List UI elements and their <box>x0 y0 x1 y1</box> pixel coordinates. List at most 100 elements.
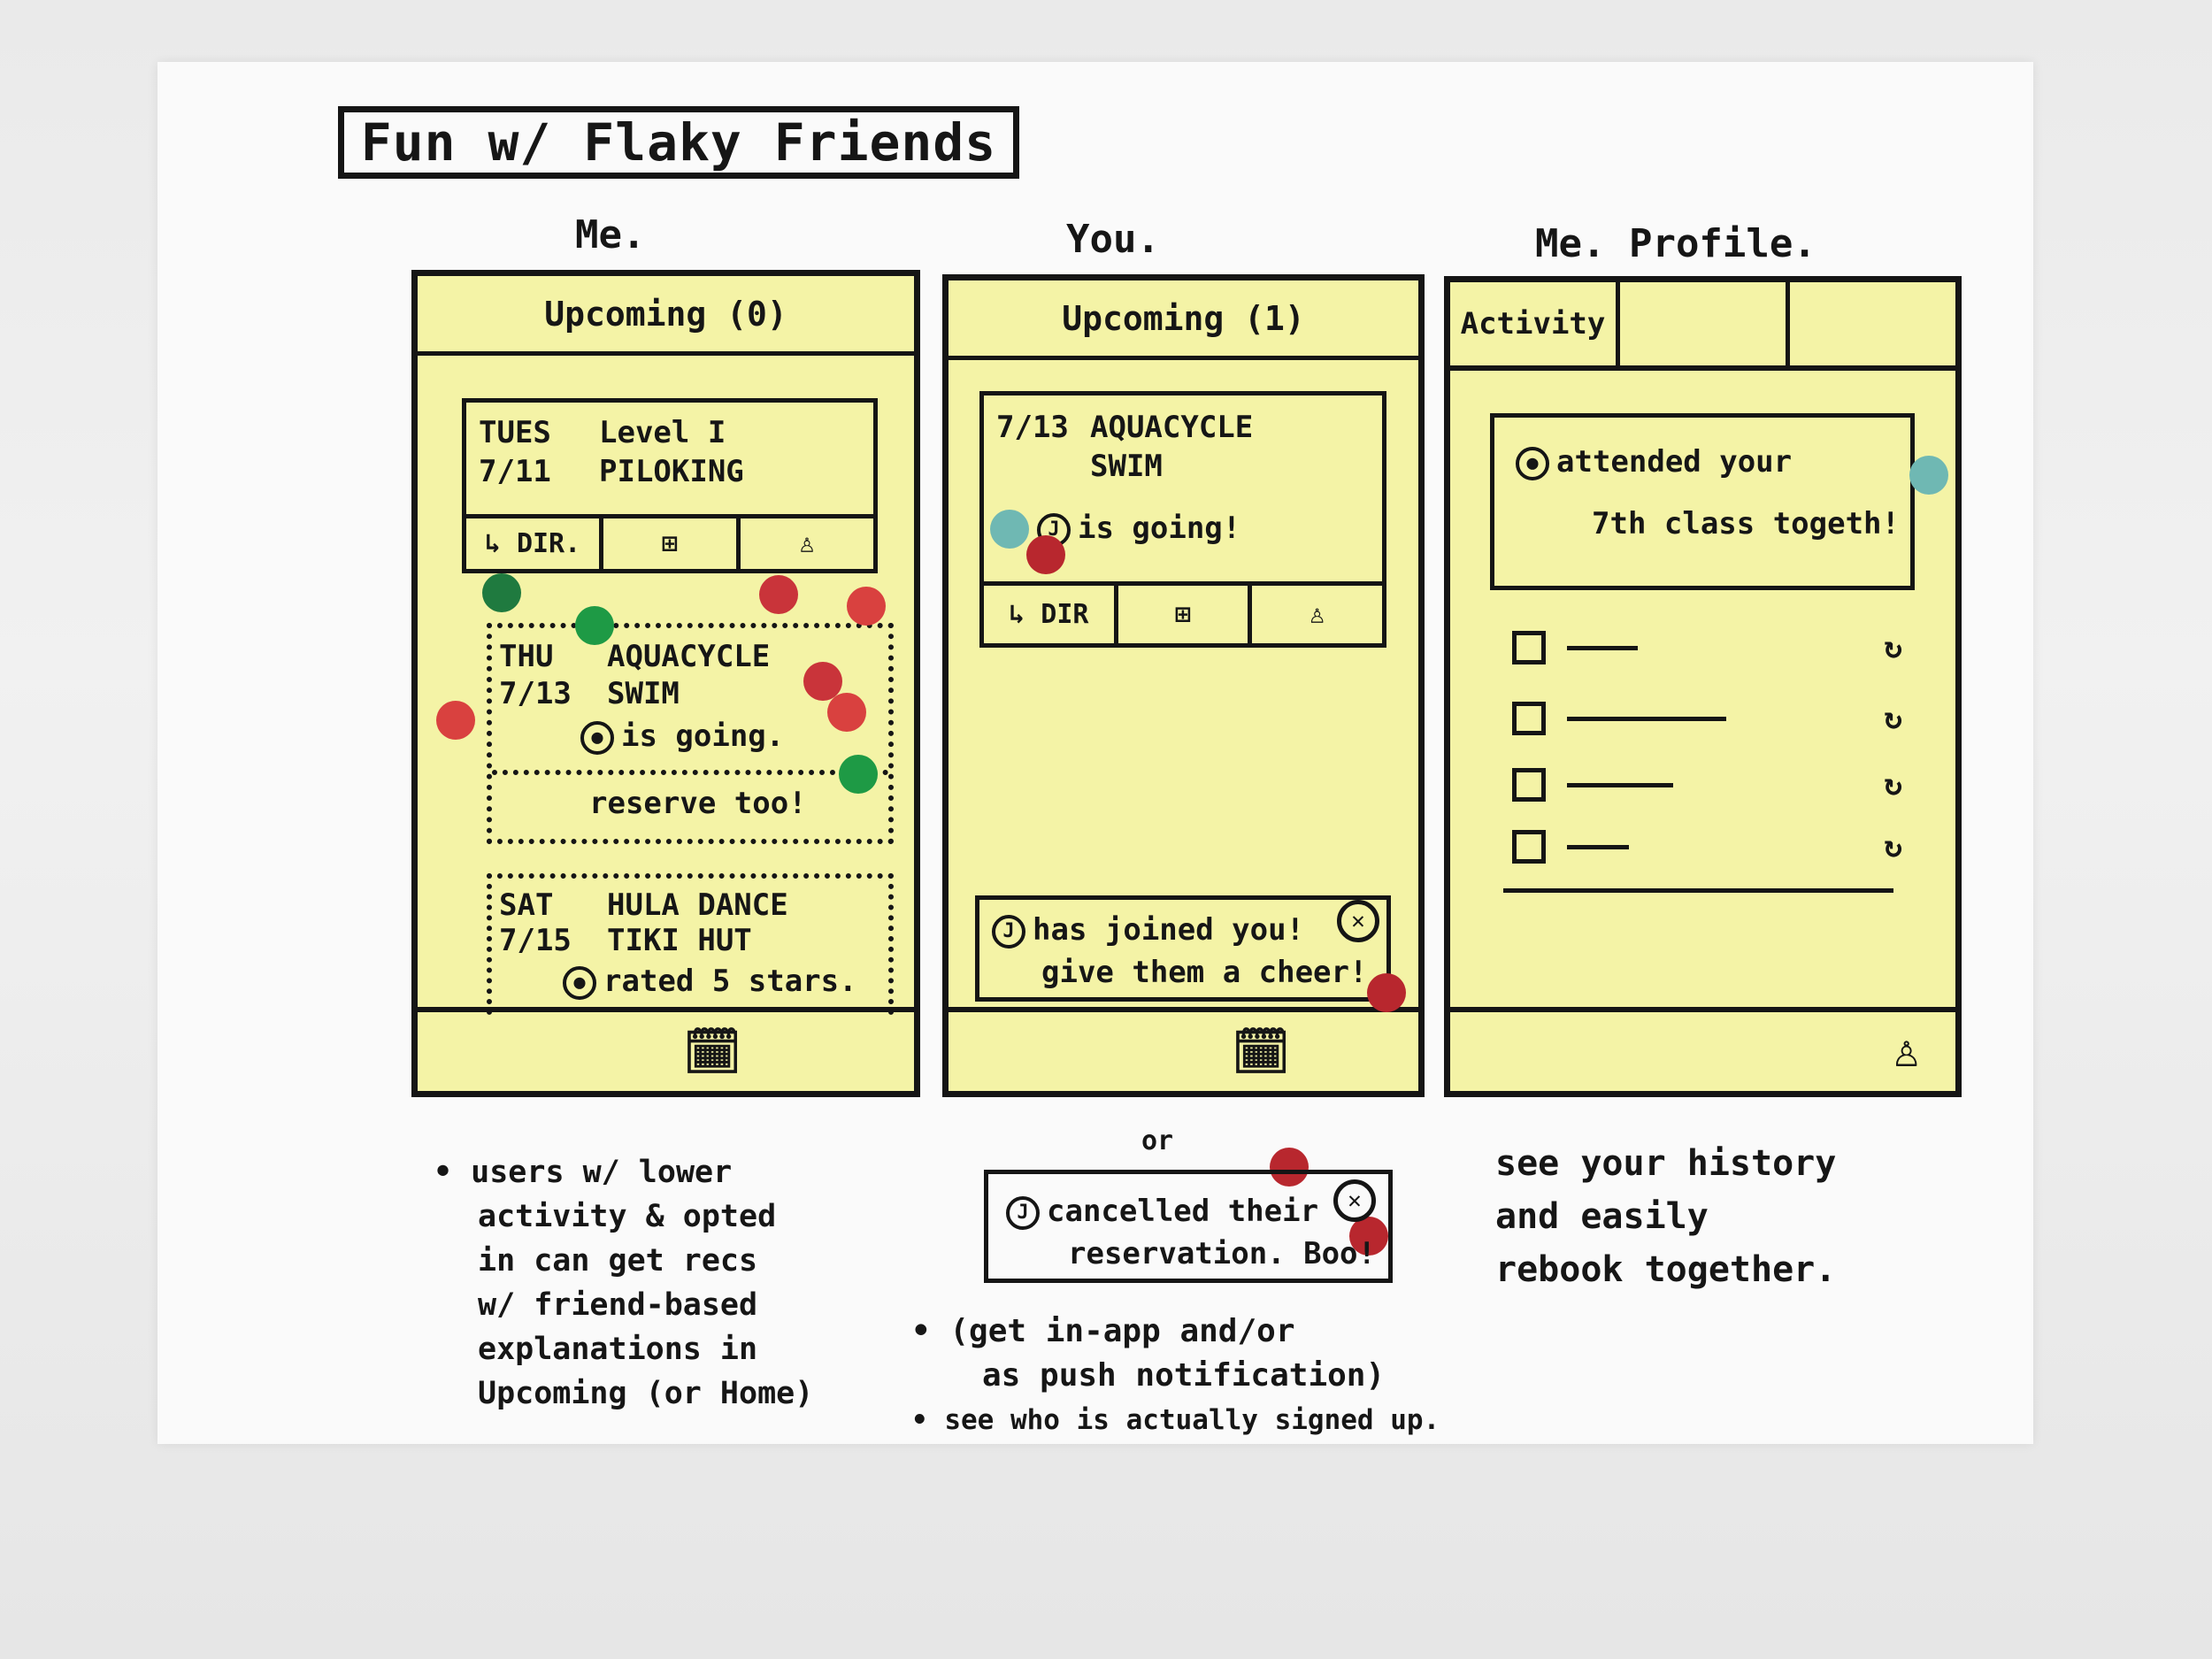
feedback-dot <box>759 575 798 614</box>
history-item[interactable]: ↻ <box>1512 760 1902 810</box>
class-thumb <box>1512 768 1546 802</box>
calendar-icon[interactable]: 🗓 <box>683 1025 742 1079</box>
rec-day: THU <box>499 639 554 674</box>
rebook-icon[interactable]: ↻ <box>1884 701 1902 736</box>
feedback-dot <box>575 606 614 645</box>
history-item[interactable]: ↻ <box>1512 623 1902 672</box>
calendar-icon[interactable]: 🗓 <box>1232 1025 1291 1079</box>
milestone-line1: ●attended your <box>1516 444 1792 480</box>
directions-icon: ↳ <box>484 528 501 559</box>
note-line: see your history <box>1495 1143 1837 1184</box>
feedback-dot <box>839 755 878 794</box>
person-icon: ♙ <box>798 528 816 559</box>
rec-friend-status: ●is going. <box>580 718 784 755</box>
class-thumb <box>1512 631 1546 664</box>
directions-button[interactable]: ↳ DIR <box>984 586 1118 643</box>
phone-profile: Activity ●attended your 7th class togeth… <box>1444 276 1962 1097</box>
add-to-calendar-button[interactable]: ⊞ <box>603 518 741 569</box>
feedback-dot <box>1349 1217 1388 1256</box>
close-icon[interactable]: ✕ <box>1337 900 1379 942</box>
rec2-date: 7/15 <box>499 923 572 958</box>
rec-class-name: AQUACYCLE <box>607 639 771 674</box>
upcoming-header[interactable]: Upcoming (1) <box>949 280 1418 360</box>
note-line: as push notification) <box>982 1357 1386 1394</box>
milestone-line2: 7th class togeth! <box>1592 506 1900 541</box>
friend-avatar: ● <box>1516 446 1549 480</box>
directions-button[interactable]: ↳ DIR. <box>466 518 603 569</box>
note-line: rebook together. <box>1495 1249 1837 1290</box>
feedback-dot <box>803 662 842 701</box>
item-text-line <box>1567 716 1726 721</box>
note-center: • (get in-app and/or as push notificatio… <box>911 1310 1440 1442</box>
rec-status-text: is going. <box>621 718 785 754</box>
rebook-icon[interactable]: ↻ <box>1884 630 1902 665</box>
rec2-friend-status: ●rated 5 stars. <box>563 964 857 1000</box>
card-class-location: SWIM <box>1090 449 1163 484</box>
rebook-icon[interactable]: ↻ <box>1884 829 1902 864</box>
rec2-class-location: TIKI HUT <box>607 923 752 958</box>
friend-status-text: is going! <box>1078 511 1241 546</box>
note-or: or <box>1141 1125 1174 1156</box>
feedback-dot <box>1026 535 1065 574</box>
rec2-status-text: rated 5 stars. <box>603 964 857 999</box>
friend-avatar: J <box>992 914 1025 949</box>
card-class-name: AQUACYCLE <box>1090 410 1254 445</box>
directions-label: DIR. <box>516 528 581 559</box>
cancel-line2: reservation. Boo! <box>1068 1236 1376 1271</box>
rec-divider <box>492 770 888 775</box>
rec-date: 7/13 <box>499 676 572 711</box>
card-class-name: Level I <box>599 415 726 450</box>
item-text-line <box>1567 782 1673 787</box>
friend-button[interactable]: ♙ <box>741 518 873 569</box>
upcoming-header[interactable]: Upcoming (0) <box>418 276 914 356</box>
note-line: • see who is actually signed up. <box>911 1404 1440 1436</box>
note-left: • users w/ lower activity & opted in can… <box>434 1150 813 1416</box>
feedback-dot <box>482 573 521 612</box>
item-text-line <box>1567 844 1629 849</box>
card-actions: ↳ DIR. ⊞ ♙ <box>466 514 873 569</box>
tab-activity[interactable]: Activity <box>1450 282 1620 365</box>
milestone-card: ●attended your 7th class togeth! <box>1490 413 1915 590</box>
card-actions: ↳ DIR ⊞ ♙ <box>984 581 1382 643</box>
profile-person-icon[interactable]: ♙ <box>1893 1025 1921 1078</box>
note-line: w/ friend-based <box>478 1287 758 1323</box>
note-line: • users w/ lower <box>434 1155 733 1190</box>
rebook-icon[interactable]: ↻ <box>1884 767 1902 803</box>
calendar-plus-icon: ⊞ <box>1174 599 1192 630</box>
reserve-too-button[interactable]: reserve too! <box>589 786 807 821</box>
friend-avatar: ● <box>563 965 596 1000</box>
rec2-class-name: HULA DANCE <box>607 887 788 923</box>
class-card-booked[interactable]: TUES 7/11 Level I PILOKING ↳ DIR. ⊞ ♙ <box>462 398 878 573</box>
recommendation-card[interactable]: THU 7/13 AQUACYCLE SWIM ●is going. reser… <box>487 623 894 844</box>
recommendation-card-2[interactable]: SAT 7/15 HULA DANCE TIKI HUT ●rated 5 st… <box>487 873 894 1015</box>
class-thumb <box>1512 702 1546 735</box>
column-label-you: You. <box>1066 217 1160 262</box>
calendar-plus-icon: ⊞ <box>661 528 679 559</box>
feedback-dot <box>1367 973 1406 1012</box>
feedback-dot <box>1909 456 1948 495</box>
note-line: activity & opted <box>478 1199 777 1234</box>
toast-message-line2: give them a cheer! <box>1041 955 1368 990</box>
close-icon[interactable]: ✕ <box>1333 1179 1376 1222</box>
cancel-text-1: cancelled their <box>1047 1194 1319 1229</box>
feedback-dot <box>990 510 1029 549</box>
friend-avatar: ● <box>580 720 614 755</box>
note-line: Upcoming (or Home) <box>478 1376 814 1411</box>
feedback-dot <box>827 693 866 732</box>
card-class-location: PILOKING <box>599 454 744 489</box>
tab-2[interactable] <box>1620 282 1790 365</box>
note-line: • (get in-app and/or <box>911 1313 1295 1349</box>
tab-3[interactable] <box>1790 282 1955 365</box>
add-to-calendar-button[interactable]: ⊞ <box>1118 586 1253 643</box>
friend-button[interactable]: ♙ <box>1252 586 1382 643</box>
history-item[interactable]: ↻ <box>1512 822 1902 872</box>
directions-icon: ↳ <box>1009 599 1025 630</box>
page-title: Fun w/ Flaky Friends <box>338 106 1019 179</box>
history-item[interactable]: ↻ <box>1512 694 1902 743</box>
